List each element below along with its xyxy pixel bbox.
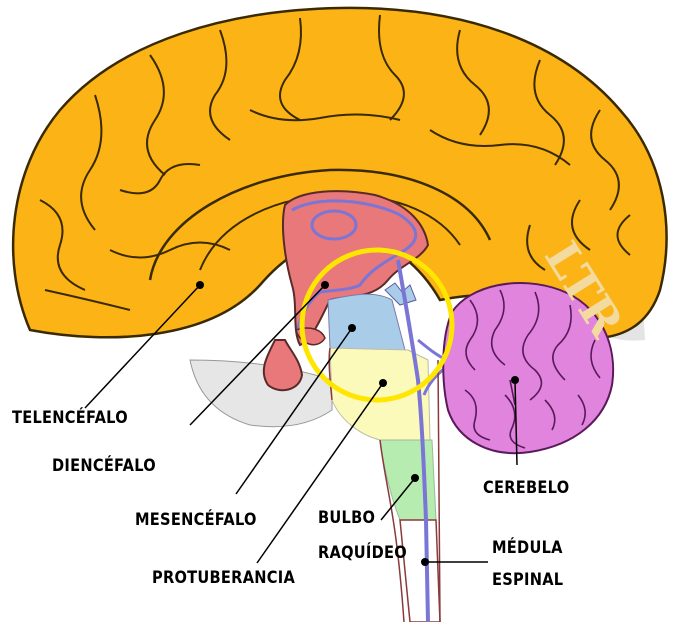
label-protuberancia: PROTUBERANCIA (152, 568, 295, 588)
pituitary (264, 340, 302, 390)
dot-cerebelo (511, 376, 519, 384)
medula-region (400, 520, 440, 622)
dot-protuberancia (379, 379, 387, 387)
label-medula-line2: ESPINAL (492, 570, 563, 590)
label-telencefalo: TELENCÉFALO (12, 408, 128, 428)
mesencefalo-region (328, 294, 405, 351)
dot-medula (421, 558, 429, 566)
label-medula-line1: MÉDULA (492, 538, 563, 558)
label-diencefalo: DIENCÉFALO (52, 456, 156, 476)
dot-mesencefalo (348, 324, 356, 332)
label-bulbo-line1: BULBO (318, 508, 375, 528)
label-mesencefalo: MESENCÉFALO (135, 510, 257, 530)
dot-bulbo (411, 474, 419, 482)
interthalamic-adhesion (312, 211, 356, 239)
dot-telencefalo (196, 281, 204, 289)
dot-diencefalo (321, 281, 329, 289)
label-bulbo-line2: RAQUÍDEO (318, 543, 407, 563)
brainstem-shadow (190, 360, 332, 427)
bulbo-region (380, 440, 436, 520)
label-cerebelo: CEREBELO (483, 478, 569, 498)
